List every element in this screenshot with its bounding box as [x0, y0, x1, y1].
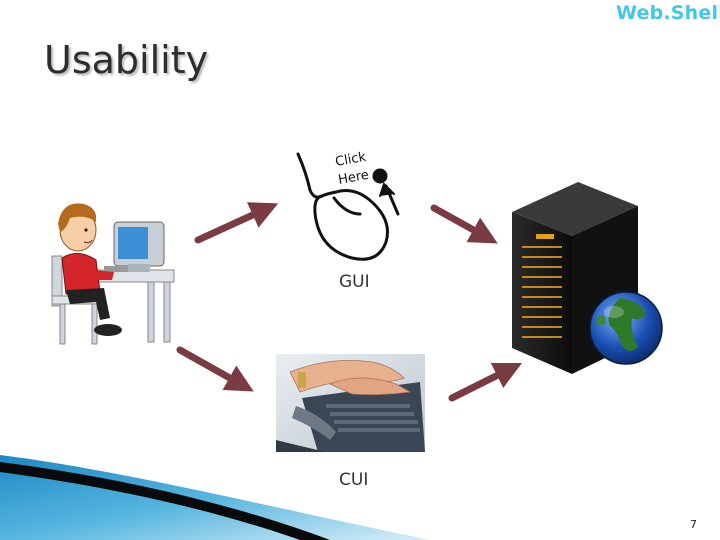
slide-title: Usability [44, 38, 209, 82]
mouse-click-icon [296, 152, 400, 261]
gui-label: GUI [339, 272, 370, 292]
page-number: 7 [690, 518, 697, 531]
person-at-computer-icon [51, 203, 175, 345]
arrow-person-to-keyboard [176, 346, 254, 392]
mouse-text-line2: Here [337, 168, 370, 188]
keyboard-typing-image [276, 354, 425, 452]
flow-arrows [176, 202, 523, 402]
mouse-text-line1: Click [334, 150, 368, 170]
arrow-person-to-mouse [194, 202, 279, 244]
globe-icon [589, 291, 663, 365]
decorative-wave [0, 455, 430, 540]
cui-label: CUI [339, 470, 369, 490]
arrow-keyboard-to-server [448, 362, 523, 402]
brand-logo: Web.Shell [616, 2, 720, 24]
arrow-mouse-to-server [430, 204, 498, 244]
